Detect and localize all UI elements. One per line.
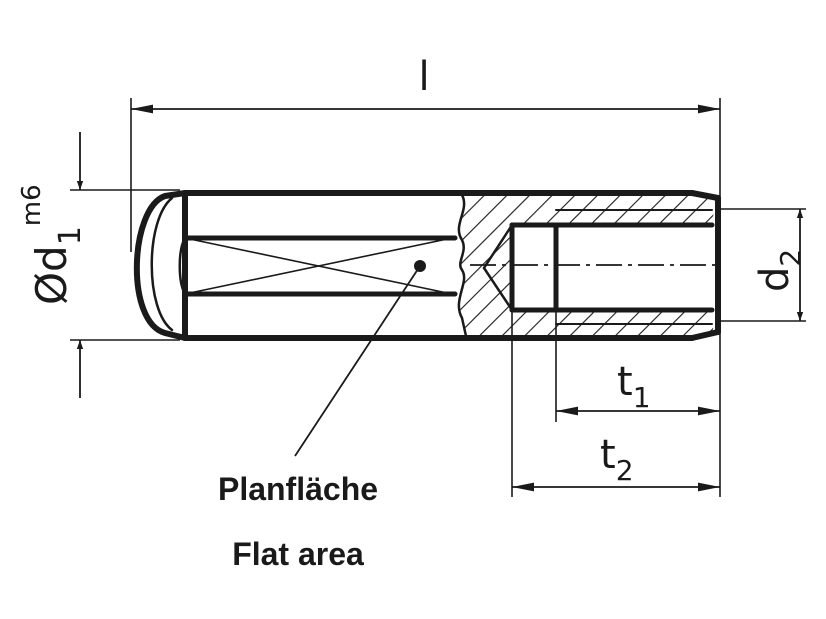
- extension-lines: [70, 98, 806, 497]
- pin-body: [133, 190, 721, 341]
- label-d1: Ød1m6: [17, 184, 88, 305]
- section-hatching: [458, 195, 716, 336]
- note-english: Flat area: [232, 536, 364, 572]
- svg-text:d2: d2: [752, 249, 807, 292]
- label-d2: d2: [752, 249, 807, 292]
- label-t1: t1: [617, 359, 651, 414]
- dimension-lines: [76, 104, 804, 492]
- label-l: l: [418, 54, 429, 100]
- leader-dot: [414, 260, 426, 272]
- svg-text:Ød1m6: Ød1m6: [17, 184, 88, 305]
- note-german: Planfläche: [218, 471, 378, 507]
- label-t2: t2: [600, 432, 634, 487]
- flat-area-leader: [294, 260, 426, 457]
